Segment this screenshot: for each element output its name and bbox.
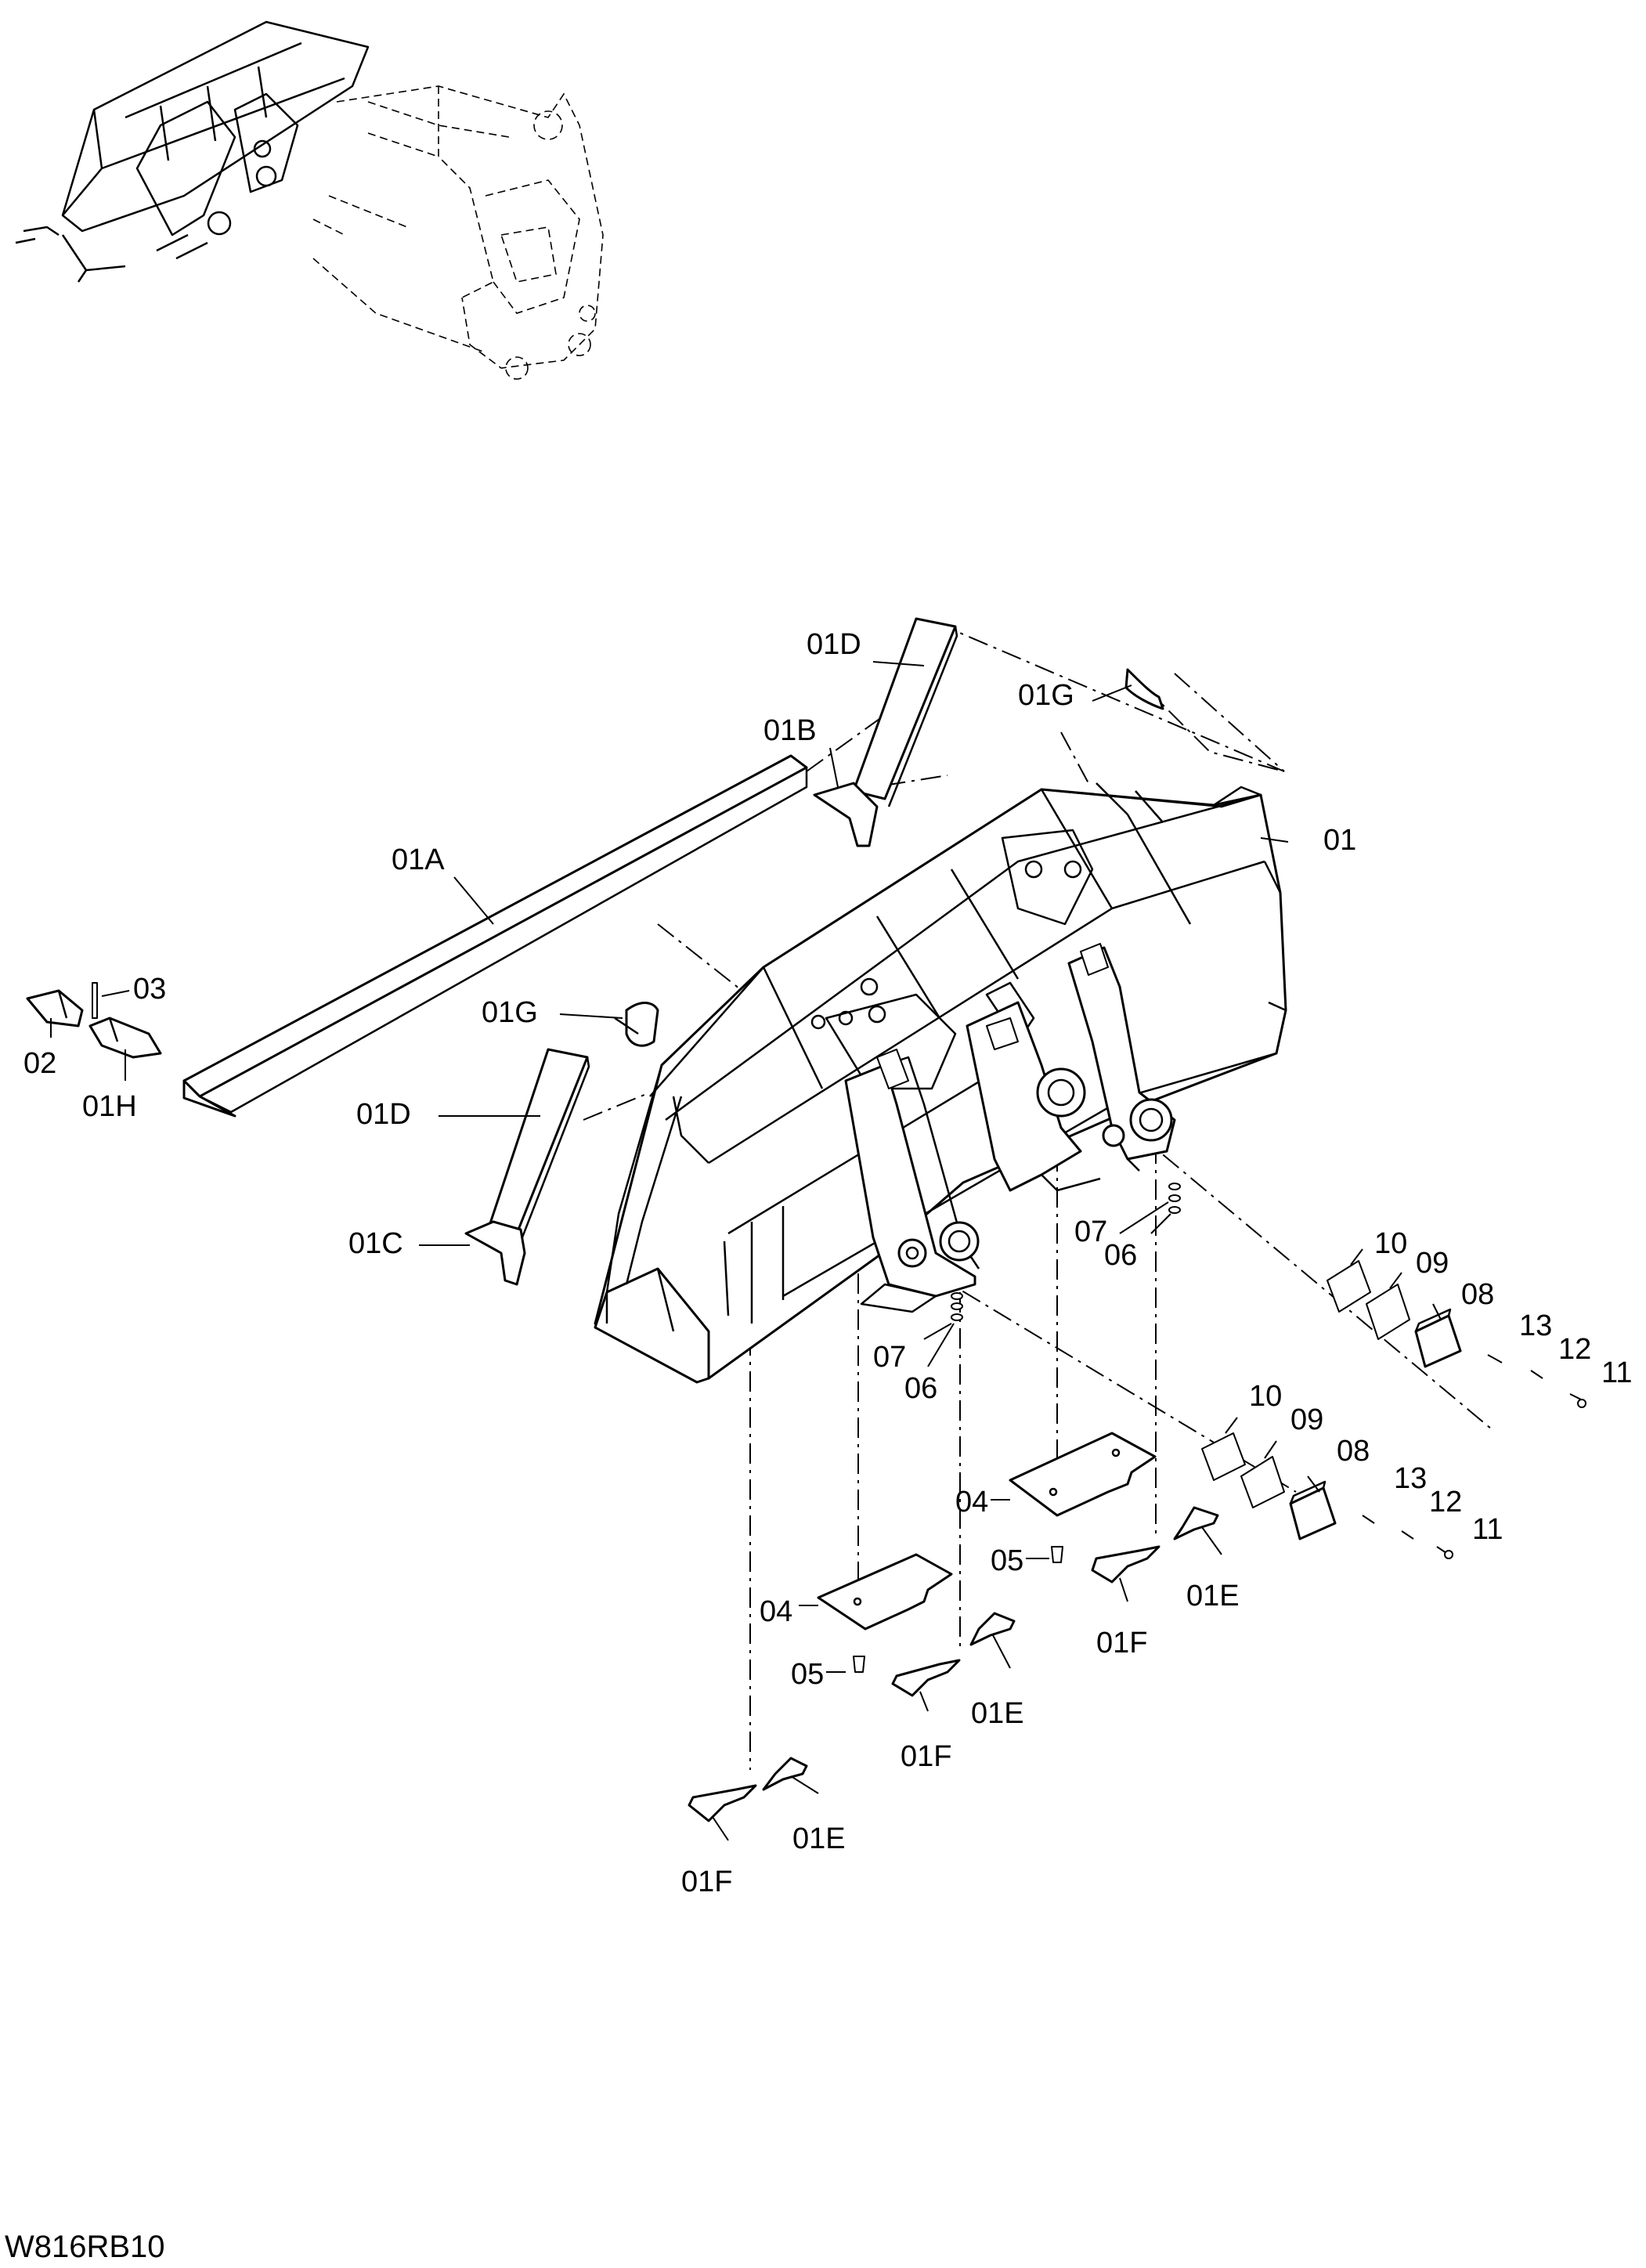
callout-01f-a: 01F [681,1865,732,1898]
part-01e-segment-b [969,1612,1016,1646]
callout-labels: 01D 01G 01B 01 01A 03 01G 02 01H 01D 01C… [5,628,1632,2264]
callout-01b: 01B [763,714,817,747]
pin-kit-lower [1201,1432,1453,1559]
part-01b-corner-plate [813,782,879,847]
callout-03: 03 [133,973,166,1006]
part-05-bolt-upper [1051,1546,1063,1563]
callout-01: 01 [1323,824,1356,857]
callout-12-upper: 12 [1558,1333,1591,1366]
callout-10-upper: 10 [1374,1227,1407,1260]
part-01g-wear-plate-top [1124,668,1164,710]
callout-13-lower: 13 [1394,1462,1427,1495]
callout-01g-top: 01G [1018,679,1074,712]
part-05-bolt-lower [853,1656,865,1673]
drawing-code: W816RB10 [5,2230,165,2264]
callout-01d-left: 01D [356,1098,411,1131]
part-04-plate-lower [817,1553,953,1631]
callout-13-upper: 13 [1519,1309,1552,1342]
part-06-07-washers-right [1168,1183,1181,1214]
callout-09-upper: 09 [1416,1247,1449,1280]
callout-01c: 01C [348,1227,403,1260]
part-06-07-washers-left [951,1292,963,1321]
callout-01d-top: 01D [807,628,861,661]
callout-06-right: 06 [1104,1239,1137,1272]
leader-lines [50,661,1442,1841]
callout-01e-a: 01E [792,1822,846,1855]
callout-07-left: 07 [873,1341,906,1374]
part-01f-segment-c [1091,1545,1161,1584]
part-01g-wear-plate-left [614,1002,659,1047]
pin-kit-upper [1327,1260,1586,1408]
callout-02: 02 [23,1047,56,1080]
lift-arm-brackets [844,943,1176,1313]
part-01d-side-cutter-top [852,617,958,807]
part-02-tooth [26,989,84,1027]
callout-01h: 01H [82,1090,137,1123]
thumbnail-loader-frame [312,85,604,380]
part-04-plate-upper [1009,1432,1157,1517]
callout-01g-left: 01G [482,996,538,1029]
bucket-body [594,782,1287,1384]
part-01d-side-cutter-left [488,1048,590,1242]
callout-04-lower: 04 [760,1595,792,1628]
part-03-pin [92,982,98,1019]
callout-08-upper: 08 [1461,1278,1494,1311]
part-01e-segment-a [762,1757,808,1791]
callout-06-left: 06 [904,1372,937,1405]
thumbnail-bucket [15,20,370,283]
part-01f-segment-a [688,1784,757,1822]
part-01c-corner-plate [464,1220,526,1286]
callout-01e-c: 01E [1186,1580,1240,1613]
callout-05-upper: 05 [991,1544,1023,1577]
callout-05-lower: 05 [791,1658,824,1691]
part-01f-segment-b [891,1659,961,1697]
location-thumbnail [15,20,604,380]
callout-01e-b: 01E [971,1697,1024,1730]
callout-01f-c: 01F [1096,1627,1147,1659]
part-01e-segment-c [1173,1506,1219,1540]
callout-01f-b: 01F [901,1740,951,1773]
callout-11-lower: 11 [1472,1513,1503,1546]
callout-07-right: 07 [1074,1215,1107,1248]
callout-08-lower: 08 [1337,1435,1370,1468]
callout-09-lower: 09 [1290,1403,1323,1436]
callout-12-lower: 12 [1429,1486,1462,1519]
part-01h-adapter [88,1017,162,1059]
callout-04-upper: 04 [955,1486,988,1519]
part-01a-cutting-edge [182,754,808,1118]
callout-11-upper: 11 [1601,1356,1632,1389]
callout-01a: 01A [392,843,445,876]
callout-10-lower: 10 [1249,1380,1282,1413]
